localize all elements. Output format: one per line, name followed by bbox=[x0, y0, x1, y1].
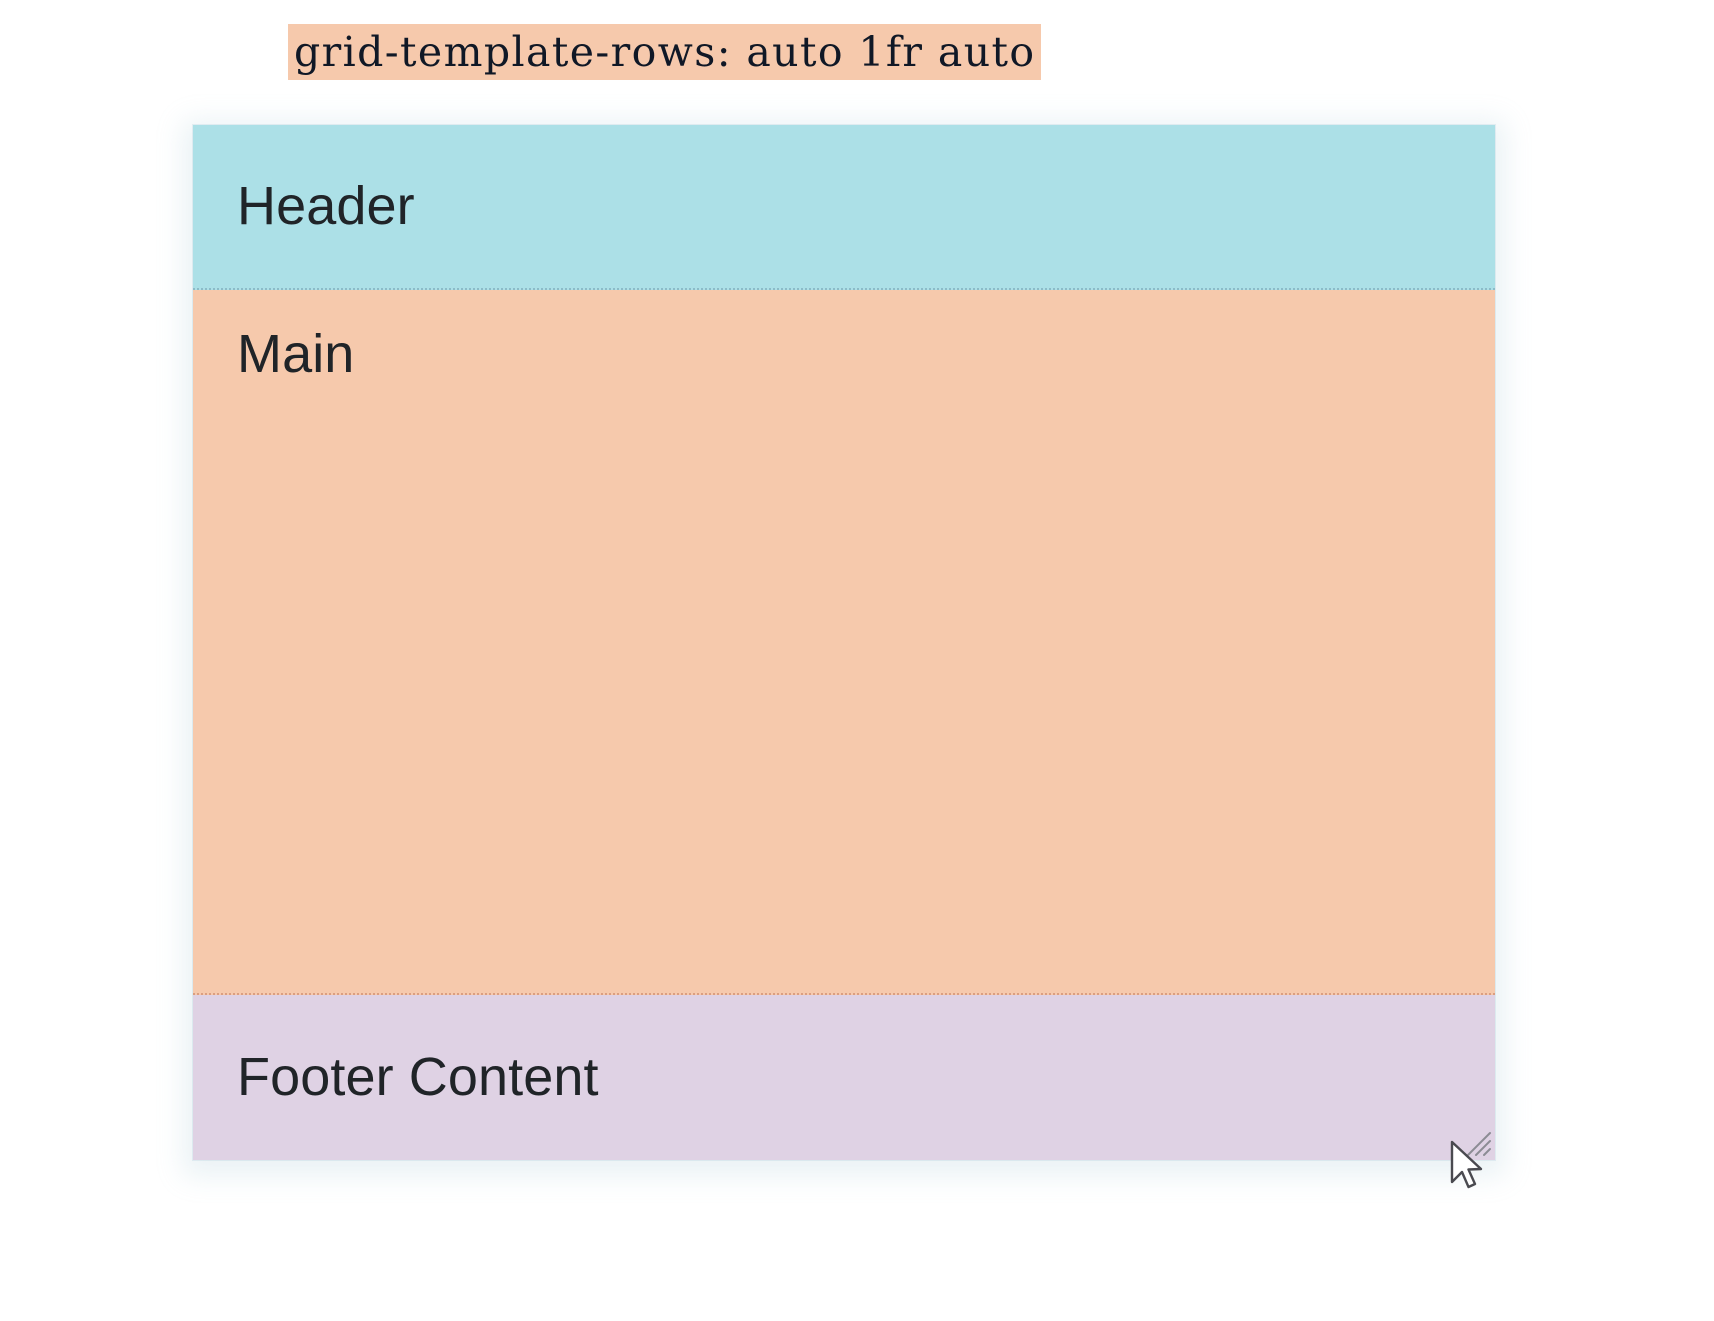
resize-grip-icon[interactable] bbox=[1459, 1124, 1493, 1158]
grid-demo-container[interactable]: Header Main Footer Content bbox=[193, 125, 1495, 1160]
grid-template-rows-code-label: grid-template-rows: auto 1fr auto bbox=[288, 24, 1042, 80]
grid-row-footer: Footer Content bbox=[193, 995, 1495, 1160]
grid-row-header-label: Header bbox=[237, 176, 415, 237]
grid-row-footer-label: Footer Content bbox=[237, 1047, 599, 1108]
grid-row-main: Main bbox=[193, 290, 1495, 995]
grid-row-header: Header bbox=[193, 125, 1495, 290]
grid-row-main-label: Main bbox=[237, 324, 355, 384]
